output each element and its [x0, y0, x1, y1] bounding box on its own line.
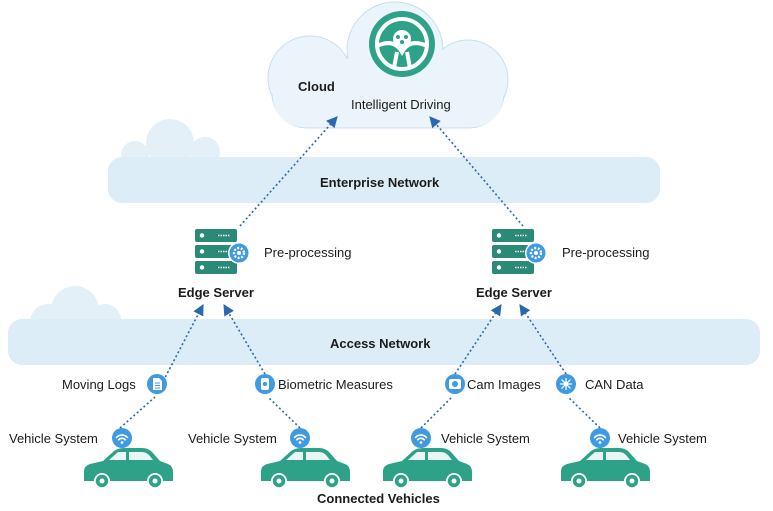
vehicle-system-label-4: Vehicle System	[618, 431, 707, 446]
car-icon	[261, 448, 350, 489]
vehicle-system-label-3: Vehicle System	[441, 431, 530, 446]
biometric-measures-label: Biometric Measures	[278, 377, 393, 392]
arrow-vehicle-4	[567, 396, 601, 429]
arrow-can-data	[519, 304, 567, 375]
cloud-label: Cloud	[298, 79, 335, 94]
document-icon	[147, 374, 167, 394]
cam-images-label: Cam Images	[467, 377, 541, 392]
enterprise-network-label: Enterprise Network	[320, 175, 440, 190]
access-network-band	[8, 286, 760, 365]
enterprise-network-band	[108, 119, 660, 203]
arrow-edge-left-to-cloud	[239, 116, 338, 227]
network-hub-icon	[556, 374, 576, 394]
intelligent-driving-label: Intelligent Driving	[351, 97, 451, 112]
server-gear-icon	[490, 227, 549, 276]
moving-logs-label: Moving Logs	[62, 377, 136, 392]
arrow-moving-logs	[156, 304, 204, 394]
wifi-icon	[111, 427, 133, 449]
steering-wheel-brain-icon	[369, 11, 435, 77]
arrow-cam-images	[454, 304, 502, 375]
edge-right-title: Edge Server	[476, 285, 552, 300]
vehicle-system-label-1: Vehicle System	[9, 431, 98, 446]
data-flow-arrows	[119, 116, 601, 429]
car-icon	[383, 448, 472, 489]
biometric-icon	[255, 374, 275, 394]
edge-right-function-label: Pre-processing	[562, 245, 650, 260]
arrow-vehicle-3	[420, 396, 453, 429]
vehicle-system-label-2: Vehicle System	[188, 431, 277, 446]
connected-vehicles-label: Connected Vehicles	[317, 491, 440, 506]
edge-left-title: Edge Server	[178, 285, 254, 300]
can-data-label: CAN Data	[585, 377, 644, 392]
server-gear-icon	[193, 227, 252, 276]
arrow-edge-right-to-cloud	[429, 116, 524, 227]
access-network-label: Access Network	[330, 336, 431, 351]
wifi-icon	[410, 427, 432, 449]
car-icon	[84, 448, 173, 489]
arrow-vehicle-2	[267, 396, 301, 429]
edge-left-function-label: Pre-processing	[264, 245, 352, 260]
wifi-icon	[589, 427, 611, 449]
camera-icon	[445, 374, 465, 394]
wifi-icon	[289, 427, 311, 449]
car-icon	[561, 448, 650, 489]
arrow-vehicle-1	[119, 396, 156, 429]
